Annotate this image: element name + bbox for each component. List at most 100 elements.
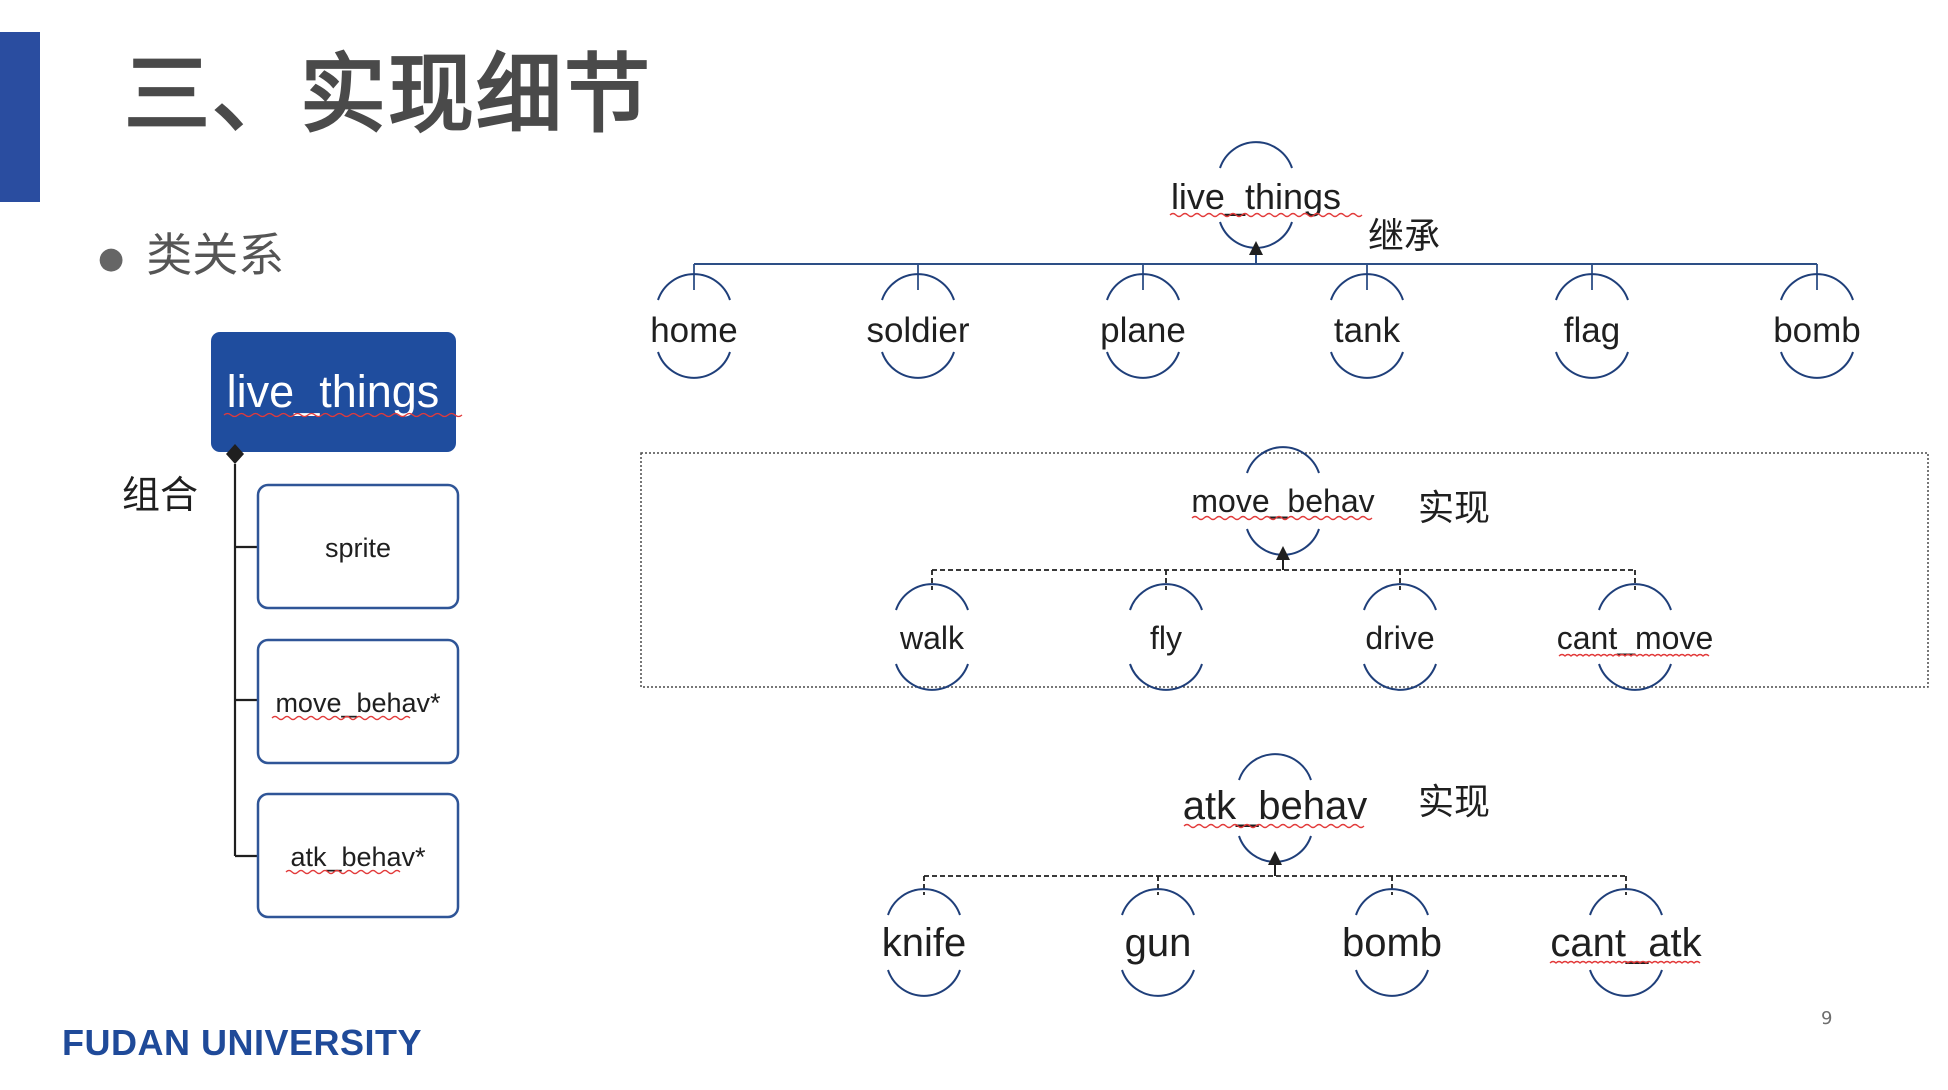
move-behav-interface-node[interactable]: move_behav [1191,446,1375,556]
move-behav-arc-bottom [1246,528,1320,556]
move-impl-arc-bottom-fly [1129,663,1203,691]
inheritance-child-arc-bottom-tank [1330,351,1404,379]
move-impl-arc-top-drive [1363,583,1437,611]
move-impl-node-walk[interactable]: walk [895,570,969,691]
move-impl-arc-bottom-drive [1363,663,1437,691]
inheritance-child-arc-bottom-soldier [881,351,955,379]
atk-impl-node-knife[interactable]: knife [882,876,967,997]
inheritance-child-node-plane[interactable]: plane [1100,264,1186,379]
atk-behav-realization: atk_behav 实现 knife gun bomb cant_atk [882,753,1703,997]
atk-behav-label: atk_behav [1183,784,1368,828]
atk-behav-implementations: knife gun bomb cant_atk [882,876,1703,997]
inheritance-child-arc-top-flag [1555,273,1629,301]
atk-impl-arc-bottom-cant-atk [1589,969,1663,997]
parent-arc-bottom [1219,221,1293,249]
inheritance-child-node-tank[interactable]: tank [1330,264,1404,379]
move-behav-label: move_behav [1191,483,1374,519]
composition-root-box[interactable] [211,332,456,452]
inheritance-child-arc-bottom-flag [1555,351,1629,379]
atk-impl-arc-bottom-knife [887,969,961,997]
move-behav-group-frame [640,452,1929,688]
move-impl-arc-top-walk [895,583,969,611]
member-move-behav-spellcheck [271,715,411,721]
inheritance-child-label-plane: plane [1100,311,1186,350]
inheritance-child-arc-bottom-plane [1106,351,1180,379]
atk-impl-arc-top-knife [887,888,961,916]
atk-behav-arc-top [1238,753,1312,781]
atk-impl-arc-top-gun [1121,888,1195,916]
atk-impl-node-cant-atk[interactable]: cant_atk [1549,876,1703,997]
move-impl-arc-bottom-cant-move [1598,663,1672,691]
atk-behav-relation-label: 实现 [1418,781,1490,822]
atk-impl-label-cant-atk: cant_atk [1550,921,1702,965]
composition-relation-label: 组合 [122,475,198,517]
atk-behav-interface-node[interactable]: atk_behav [1183,753,1368,863]
move-impl-label-fly: fly [1150,620,1182,656]
move-impl-arc-bottom-walk [895,663,969,691]
composition-diamond-icon [226,444,244,464]
bullet-text: 类关系 [146,228,285,282]
move-impl-label-drive: drive [1365,620,1434,656]
composition-root-spellcheck [223,412,463,418]
inheritance-child-node-soldier[interactable]: soldier [866,264,970,379]
fudan-university-logo: FUDAN UNIVERSITY [62,1022,423,1063]
bullet-item: ●类关系 [98,232,284,278]
inheritance-child-label-tank: tank [1334,311,1401,350]
inheritance-child-label-flag: flag [1564,311,1620,350]
slide-title: 三、实现细节 [124,45,652,145]
member-atk-behav-spellcheck [285,869,401,875]
inheritance-child-node-home[interactable]: home [650,264,738,379]
move-impl-node-cant-move[interactable]: cant_move [1557,570,1714,691]
inheritance-relation-label: 继承 [1368,215,1440,256]
member-label-move-behav: move_behav* [275,688,441,718]
inheritance-tree: live_things 继承 home soldier plane tank flag b… [650,141,1861,379]
inheritance-child-arc-bottom-home [657,351,731,379]
move-impl-node-fly[interactable]: fly [1129,570,1203,691]
move-impl-label-cant-move: cant_move [1557,620,1714,656]
composition-root-label: live_things [227,366,440,417]
inheritance-parent-node[interactable]: live_things [1169,141,1363,249]
inheritance-child-label-bomb: bomb [1773,311,1861,350]
inheritance-child-node-bomb[interactable]: bomb [1773,264,1861,379]
move-impl-node-drive[interactable]: drive [1363,570,1437,691]
member-box-atk-behav[interactable] [256,792,460,919]
move-behav-relation-label: 实现 [1418,487,1490,528]
bullet-dot-icon: ● [98,240,125,276]
atk-impl-label-knife: knife [882,921,967,965]
atk-impl-arc-bottom-bomb [1355,969,1429,997]
inheritance-child-arc-bottom-bomb [1780,351,1854,379]
parent-arc-top [1219,141,1293,169]
parent-spellcheck [1169,212,1363,218]
inheritance-child-arc-top-tank [1330,273,1404,301]
atk-impl-arc-top-bomb [1355,888,1429,916]
atk-impl-spellcheck-cant-atk [1549,960,1701,964]
move-behav-realization: move_behav 实现 walk fly drive cant_move [640,446,1929,691]
atk-impl-arc-top-cant-atk [1589,888,1663,916]
page-number: 9 [1821,1008,1833,1029]
inheritance-child-arc-top-bomb [1780,273,1854,301]
inheritance-children: home soldier plane tank flag bomb [650,264,1861,379]
title-accent-bar [0,32,40,202]
atk-behav-arc-bottom [1238,835,1312,863]
atk-impl-node-gun[interactable]: gun [1121,876,1195,997]
move-impl-label-walk: walk [899,620,965,656]
atk-impl-label-bomb: bomb [1342,921,1442,965]
inheritance-child-arc-top-soldier [881,273,955,301]
atk-impl-label-gun: gun [1125,921,1192,965]
inheritance-child-label-home: home [650,311,738,350]
member-box-sprite[interactable] [256,483,460,610]
parent-label: live_things [1171,176,1341,217]
atk-behav-spellcheck [1183,823,1365,829]
atk-impl-arc-bottom-gun [1121,969,1195,997]
inheritance-child-node-flag[interactable]: flag [1555,264,1629,379]
inheritance-child-label-soldier: soldier [866,311,969,350]
member-box-move-behav[interactable] [256,638,460,765]
inheritance-child-arc-top-plane [1106,273,1180,301]
move-impl-arc-top-fly [1129,583,1203,611]
member-label-sprite: sprite [325,533,391,563]
move-behav-implementations: walk fly drive cant_move [895,570,1714,691]
atk-impl-node-bomb[interactable]: bomb [1342,876,1442,997]
move-behav-arc-top [1246,446,1320,474]
member-label-atk-behav: atk_behav* [290,842,426,872]
